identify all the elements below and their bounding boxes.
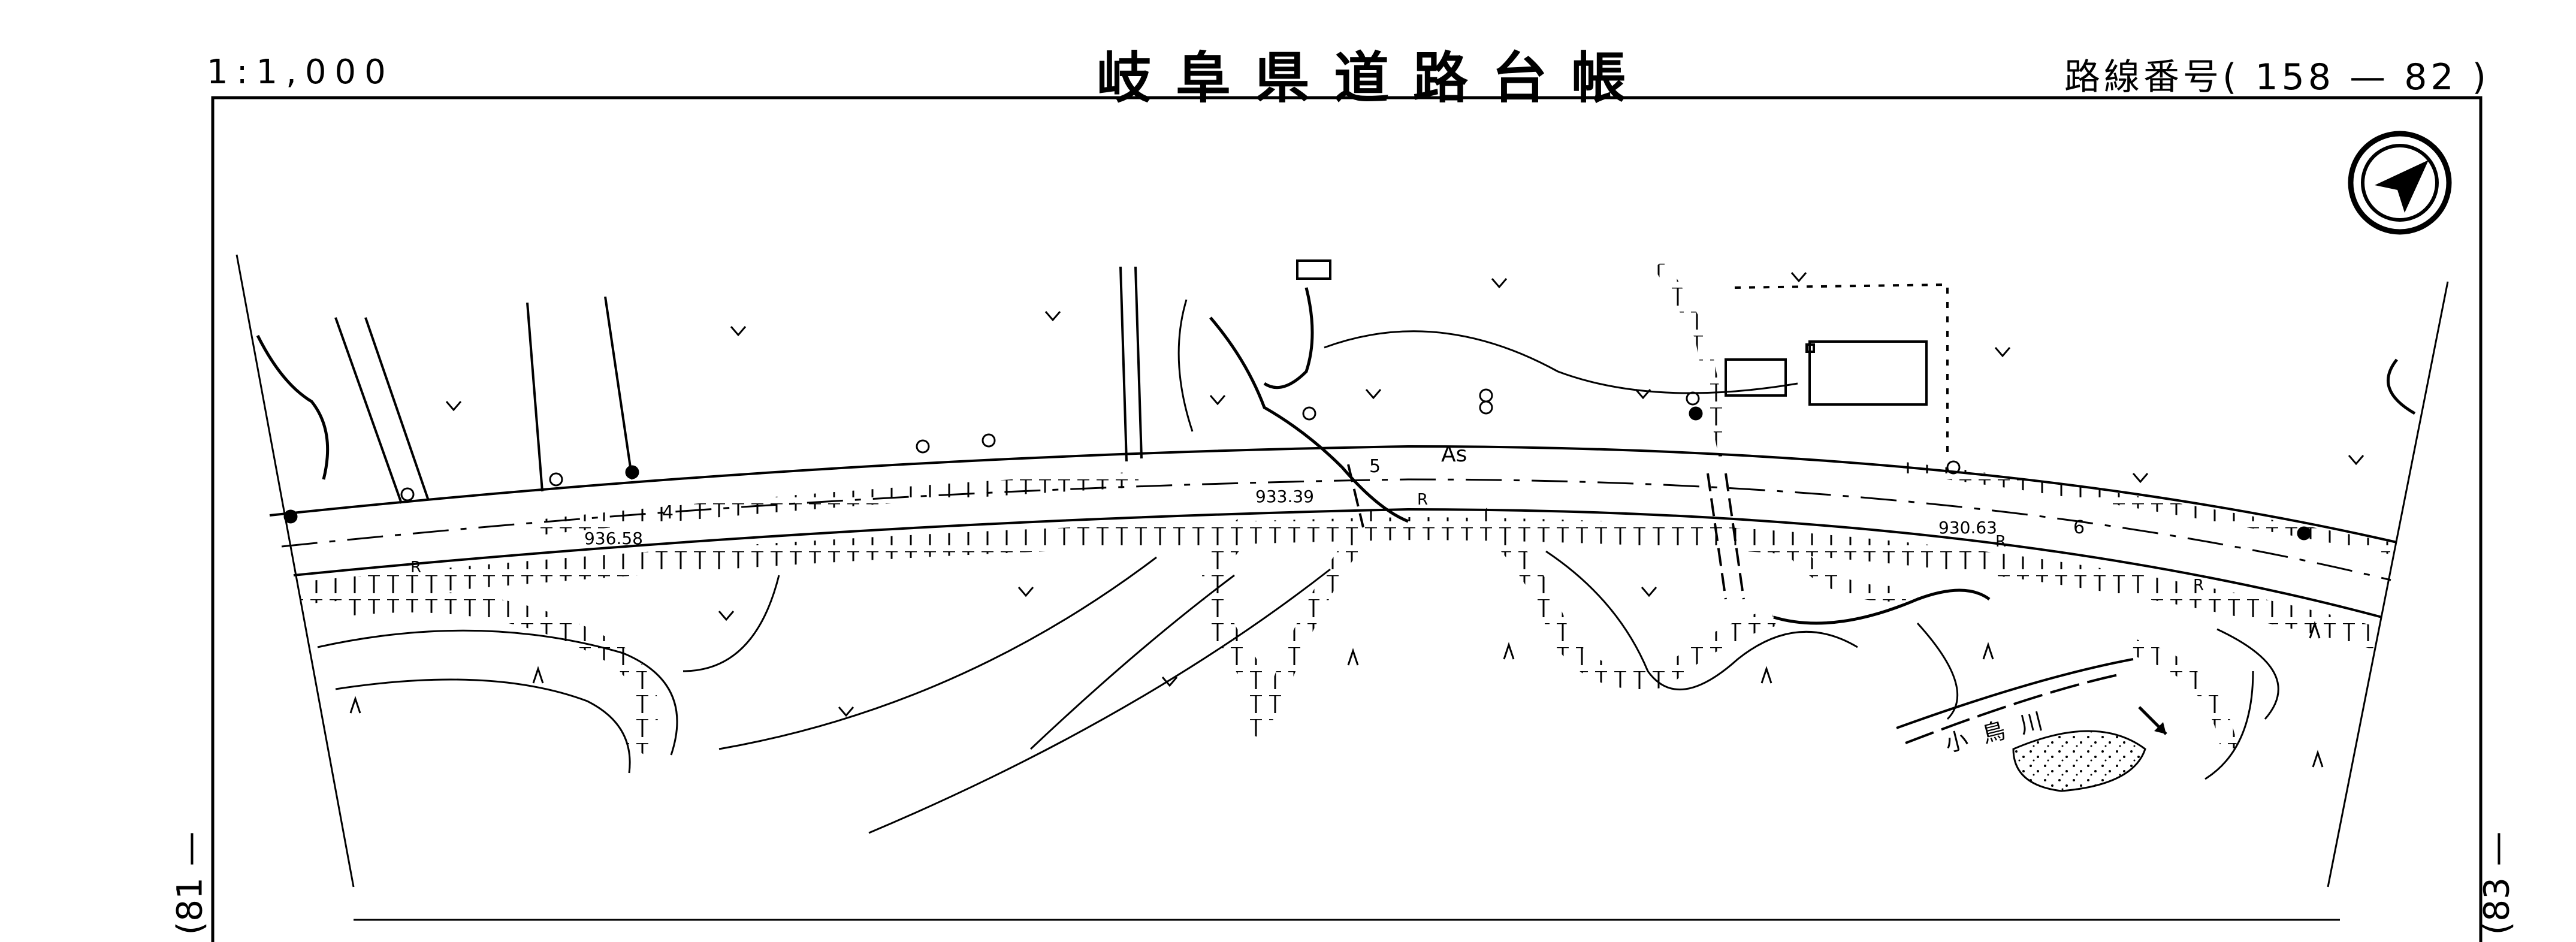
station-label-6: 6 <box>2073 517 2085 538</box>
map-title: 岐阜県道路台帳 <box>1097 46 1651 110</box>
station-label-5: 5 <box>1369 456 1381 477</box>
retaining-mark-2: R <box>1417 491 1428 509</box>
route-dash: — <box>2349 56 2390 98</box>
route-suffix: ) <box>2472 56 2490 98</box>
elevation-label-1: 936.58 <box>584 529 643 548</box>
vegetation-edges <box>256 287 2416 625</box>
route-number: 路線番号( 158 — 82 ) <box>2064 48 2490 100</box>
north-arrow-icon <box>2348 131 2452 235</box>
road-surface-label: As <box>1441 442 1467 467</box>
embankment <box>298 472 2379 650</box>
route-prefix: 路線番号( <box>2064 56 2240 98</box>
survey-markers <box>283 388 2311 541</box>
retaining-mark-3: R <box>1995 533 2006 551</box>
side-roads <box>334 266 1745 600</box>
elevation-label-2: 933.39 <box>1255 487 1314 506</box>
map-scale: 1:1,000 <box>207 53 394 92</box>
sheet-boundary <box>235 254 2449 921</box>
retaining-mark-1: R <box>410 558 421 576</box>
map-frame <box>211 96 2483 942</box>
vegetation-symbols <box>349 272 2364 768</box>
station-label-4: 4 <box>662 502 674 523</box>
route-number-a: 158 <box>2255 56 2335 98</box>
route-number-b: 82 <box>2404 56 2457 98</box>
river <box>1896 658 2167 792</box>
buildings <box>1296 259 1949 455</box>
retaining-mark-4: R <box>2193 576 2204 594</box>
stone-slopes <box>346 259 2392 755</box>
elevation-label-3: 930.63 <box>1938 518 1997 538</box>
